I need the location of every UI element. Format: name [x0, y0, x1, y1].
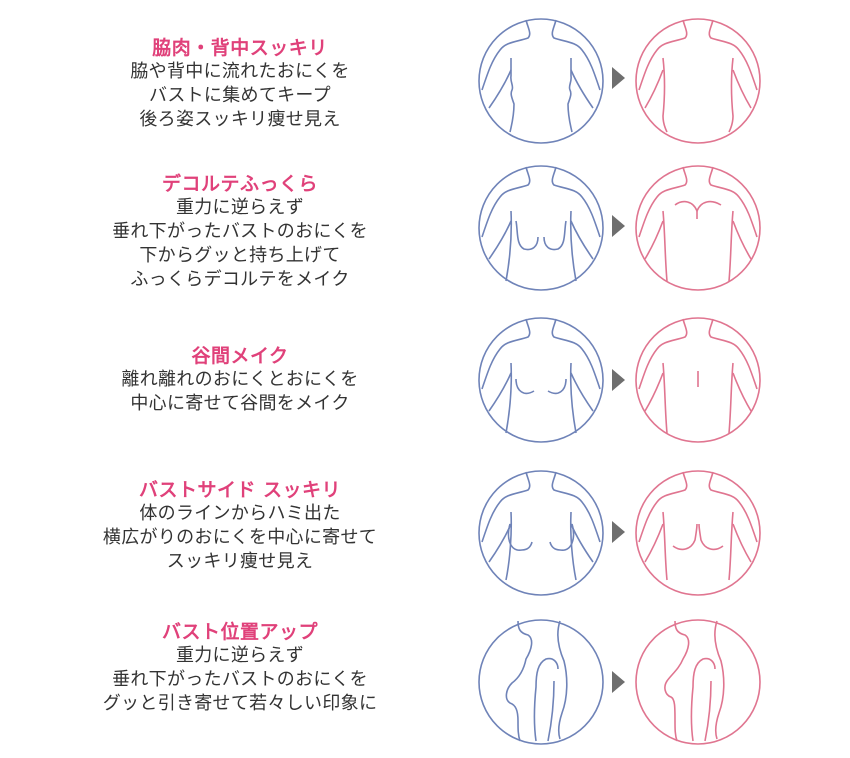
benefit-text: 谷間メイク 離れ離れのおにくとおにくを 中心に寄せて谷間をメイク	[60, 344, 420, 416]
benefit-title: 谷間メイク	[191, 345, 289, 367]
side-profile-high-after-icon	[633, 617, 763, 747]
torso-front-before-icon	[476, 16, 606, 146]
benefit-line: 下からグッと持ち上げて	[139, 245, 341, 266]
benefit-line: バストに集めてキープ	[149, 85, 331, 106]
centered-bust-after-icon	[633, 468, 763, 598]
arrow-right-icon	[612, 671, 625, 693]
arrow-right-icon	[612, 67, 625, 89]
arrow-right-icon	[612, 521, 625, 543]
side-profile-low-before-icon	[476, 617, 606, 747]
benefit-line: グッと引き寄せて若々しい印象に	[102, 693, 378, 714]
benefit-text: バスト位置アップ 重力に逆らえず 垂れ下がったバストのおにくを グッと引き寄せて…	[60, 620, 420, 716]
benefit-text: デコルテふっくら 重力に逆らえず 垂れ下がったバストのおにくを 下からグッと持ち…	[60, 172, 420, 292]
lifted-decollete-after-icon	[633, 163, 763, 293]
arrow-right-icon	[612, 369, 625, 391]
benefit-line: 後ろ姿スッキリ痩せ見え	[139, 109, 341, 130]
benefit-line: 離れ離れのおにくとおにくを	[121, 369, 359, 390]
benefit-title: バスト位置アップ	[161, 621, 318, 643]
benefit-title: デコルテふっくら	[161, 173, 318, 195]
cleavage-after-icon	[633, 315, 763, 445]
side-spread-before-icon	[476, 468, 606, 598]
sagging-bust-before-icon	[476, 163, 606, 293]
benefit-line: 重力に逆らえず	[175, 197, 305, 218]
benefit-line: 脇や背中に流れたおにくを	[130, 61, 350, 82]
benefit-line: スッキリ痩せ見え	[166, 551, 314, 572]
benefit-title: バストサイド スッキリ	[138, 479, 342, 501]
benefit-text: 脇肉・背中スッキリ 脇や背中に流れたおにくを バストに集めてキープ 後ろ姿スッキ…	[60, 36, 420, 132]
benefit-line: 横広がりのおにくを中心に寄せて	[102, 527, 378, 548]
benefit-title: 脇肉・背中スッキリ	[152, 37, 328, 59]
benefit-line: 体のラインからハミ出た	[139, 503, 341, 524]
benefit-text: バストサイド スッキリ 体のラインからハミ出た 横広がりのおにくを中心に寄せて …	[60, 478, 420, 574]
torso-front-after-icon	[633, 16, 763, 146]
arrow-right-icon	[612, 215, 625, 237]
benefit-line: 中心に寄せて谷間をメイク	[130, 393, 350, 414]
separated-bust-before-icon	[476, 315, 606, 445]
benefit-line: 重力に逆らえず	[175, 645, 305, 666]
benefit-line: 垂れ下がったバストのおにくを	[112, 221, 368, 242]
benefit-line: 垂れ下がったバストのおにくを	[112, 669, 368, 690]
benefit-line: ふっくらデコルテをメイク	[130, 269, 350, 290]
